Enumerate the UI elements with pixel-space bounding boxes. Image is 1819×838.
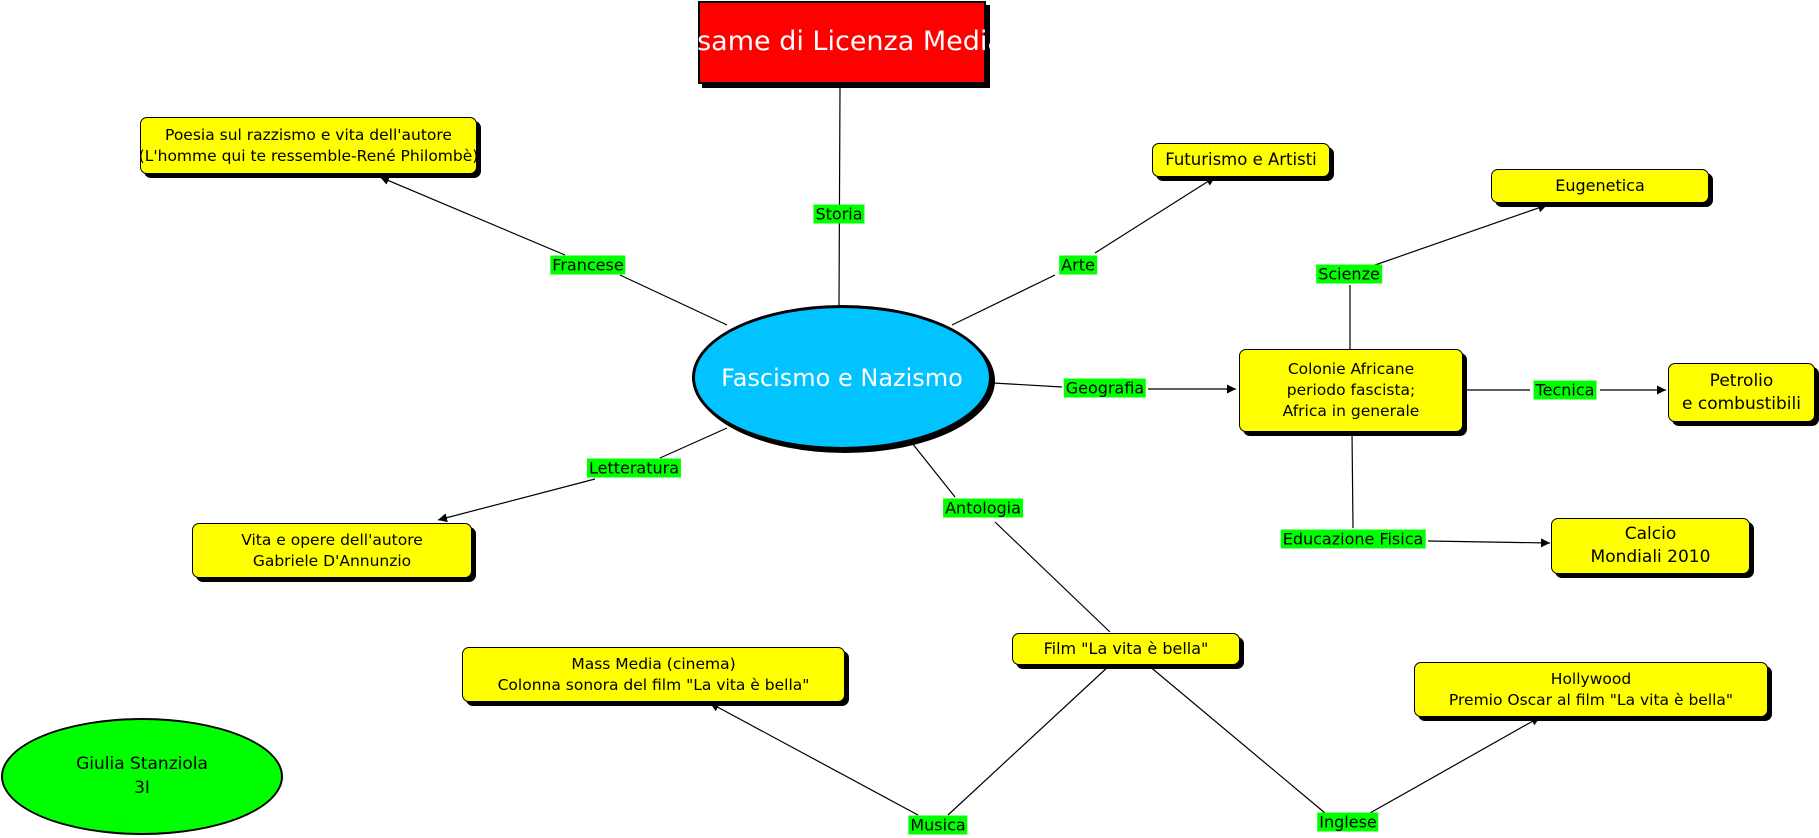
link-inglese-a xyxy=(1147,664,1326,814)
node-line: Mass Media (cinema) xyxy=(571,654,736,673)
node-line: Mondiali 2010 xyxy=(1590,547,1711,567)
node-line: periodo fascista; xyxy=(1286,381,1416,400)
node-line: (L'homme qui te ressemble-René Philombè) xyxy=(138,146,479,165)
node-line: Vita e opere dell'autore xyxy=(241,530,423,549)
node-line: Calcio xyxy=(1624,524,1677,545)
link-label-inglese: Inglese xyxy=(1317,812,1379,832)
link-letteratura-b xyxy=(437,478,596,523)
node-letteratura-dannunzio[interactable]: Vita e opere dell'autore Gabriele D'Annu… xyxy=(192,523,472,578)
node-line: Eugenetica xyxy=(1555,176,1645,196)
node-line: Petrolio xyxy=(1709,370,1774,391)
link-arte-a xyxy=(951,274,1056,326)
node-line: Gabriele D'Annunzio xyxy=(252,551,412,570)
node-hollywood[interactable]: Hollywood Premio Oscar al film "La vita … xyxy=(1414,662,1768,717)
link-francese-a xyxy=(619,274,728,326)
link-letteratura-a xyxy=(659,427,728,459)
node-line: Colonie Africane xyxy=(1287,360,1415,379)
node-calcio[interactable]: Calcio Mondiali 2010 xyxy=(1551,518,1750,574)
link-label-francese: Francese xyxy=(550,255,626,275)
node-eugenetica[interactable]: Eugenetica xyxy=(1491,169,1709,203)
node-line: e combustibili xyxy=(1682,393,1801,414)
title-text: Esame di Licenza Media xyxy=(680,26,1004,58)
link-musica-a xyxy=(947,664,1111,816)
link-label-storia: Storia xyxy=(813,204,865,224)
link-label-musica: Musica xyxy=(908,815,968,835)
central-concept[interactable]: Fascismo e Nazismo xyxy=(692,305,992,450)
link-geografia-a xyxy=(992,382,1063,388)
link-label-scienze: Scienze xyxy=(1316,264,1382,284)
node-line: Premio Oscar al film "La vita è bella" xyxy=(1448,690,1734,709)
node-colonie-africane[interactable]: Colonie Africane periodo fascista; Afric… xyxy=(1239,349,1463,432)
link-label-antologia: Antologia xyxy=(943,498,1023,518)
title-box[interactable]: Esame di Licenza Media xyxy=(680,1,1004,84)
link-scienze-b xyxy=(1374,203,1548,266)
link-label-educazione-fisica: Educazione Fisica xyxy=(1280,529,1426,549)
node-line: Colonna sonora del film "La vita è bella… xyxy=(497,675,810,694)
link-antologia-b xyxy=(994,521,1111,633)
central-concept-text: Fascismo e Nazismo xyxy=(721,363,963,392)
node-line: Poesia sul razzismo e vita dell'autore xyxy=(165,125,452,144)
link-storia xyxy=(838,87,841,306)
link-educazione-b xyxy=(1427,538,1551,548)
node-line: Hollywood xyxy=(1550,669,1632,688)
node-arte-futurismo[interactable]: Futurismo e Artisti xyxy=(1152,143,1330,177)
link-arte-b xyxy=(1094,176,1216,254)
link-label-letteratura: Letteratura xyxy=(586,458,682,478)
link-educazione-a xyxy=(1351,431,1354,529)
author-name: Giulia Stanziola xyxy=(76,753,208,774)
link-label-geografia: Geografia xyxy=(1063,378,1147,398)
node-line: Africa in generale xyxy=(1282,401,1420,420)
node-line: Film "La vita è bella" xyxy=(1043,639,1209,659)
node-mass-media[interactable]: Mass Media (cinema) Colonna sonora del f… xyxy=(462,647,845,702)
link-label-arte: Arte xyxy=(1059,255,1097,275)
link-antologia-a xyxy=(911,442,956,498)
node-film[interactable]: Film "La vita è bella" xyxy=(1012,633,1240,665)
node-line: Futurismo e Artisti xyxy=(1165,149,1317,169)
node-petrolio[interactable]: Petrolio e combustibili xyxy=(1668,363,1815,422)
link-musica-b xyxy=(709,702,919,816)
node-francese-poesia[interactable]: Poesia sul razzismo e vita dell'autore (… xyxy=(138,117,479,174)
author-class: 3I xyxy=(134,777,150,798)
author-ellipse[interactable]: Giulia Stanziola 3I xyxy=(1,718,283,835)
link-francese-b xyxy=(379,176,566,256)
link-label-tecnica: Tecnica xyxy=(1533,380,1597,400)
link-inglese-b xyxy=(1369,716,1541,814)
